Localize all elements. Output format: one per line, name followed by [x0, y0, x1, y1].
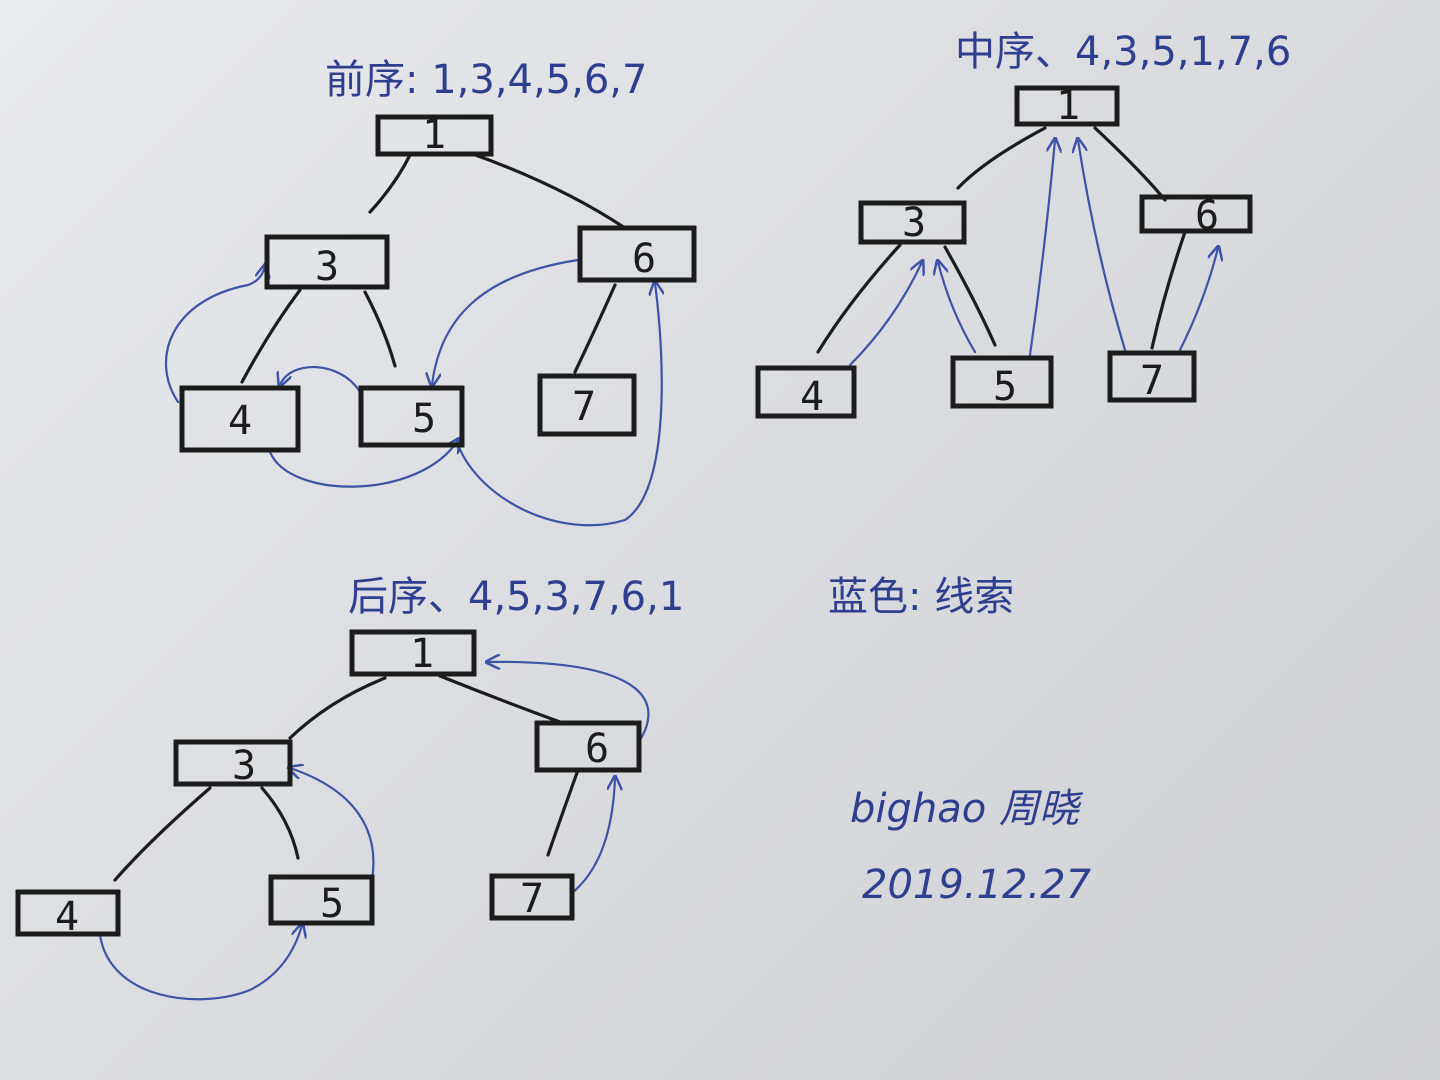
edge-6-7 — [546, 768, 580, 857]
edge-3-5 — [260, 786, 300, 860]
thread-7-to-6 — [456, 283, 662, 527]
postorder-node-4: 4 — [15, 889, 121, 940]
inorder-node-7: 7 — [1107, 350, 1197, 404]
thread-6-to-1 — [488, 662, 650, 742]
thread-4-to-5 — [98, 925, 302, 1001]
thread-7-to-6 — [1178, 248, 1218, 352]
inorder-node-1: 1 — [1014, 83, 1120, 129]
preorder-edges — [240, 151, 627, 384]
edge-1-3 — [288, 676, 387, 740]
node-label: 4 — [55, 894, 79, 940]
edge-1-6 — [468, 151, 627, 230]
preorder-node-3: 3 — [264, 234, 390, 290]
thread-4-to-5 — [268, 440, 458, 488]
preorder-threads — [164, 258, 662, 527]
inorder-threads — [848, 140, 1218, 367]
postorder-title: 后序、4,5,3,7,6,1 — [348, 574, 684, 620]
postorder-node-1: 1 — [349, 629, 477, 677]
thread-7-to-6 — [570, 778, 615, 895]
thread-5-to-4 — [280, 365, 362, 394]
node-label: 6 — [1195, 193, 1219, 239]
edge-1-6 — [438, 674, 562, 724]
edge-6-7 — [573, 283, 617, 374]
postorder-edges — [113, 674, 580, 882]
edge-3-4 — [240, 288, 302, 384]
thread-4-to-3 — [848, 262, 922, 367]
postorder-tree: 后序、4,5,3,7,6,1 1 3 6 4 — [15, 574, 684, 1001]
postorder-threads — [98, 662, 650, 1001]
preorder-node-1: 1 — [375, 112, 494, 158]
inorder-node-5: 5 — [950, 355, 1054, 410]
postorder-node-5: 5 — [268, 874, 375, 927]
edge-1-3 — [956, 126, 1047, 190]
preorder-node-6: 6 — [577, 225, 697, 283]
inorder-edges — [816, 126, 1187, 354]
node-label: 1 — [1056, 83, 1080, 129]
edge-3-4 — [113, 786, 212, 882]
inorder-tree: 中序、4,3,5,1,7,6 1 3 6 — [755, 29, 1291, 420]
thread-5-to-1 — [1028, 140, 1055, 357]
preorder-title: 前序: 1,3,4,5,6,7 — [325, 57, 647, 103]
node-label: 7 — [520, 876, 544, 922]
edge-1-6 — [1093, 126, 1167, 202]
thread-7-to-1 — [1078, 140, 1127, 352]
thread-5-to-3 — [290, 768, 375, 882]
node-label: 5 — [320, 881, 344, 927]
signature-date: 2019.12.27 — [862, 862, 1092, 908]
preorder-node-5: 5 — [358, 385, 465, 448]
node-label: 4 — [228, 398, 252, 444]
preorder-tree: 前序: 1,3,4,5,6,7 1 3 6 — [164, 57, 697, 527]
node-label: 6 — [585, 726, 609, 772]
postorder-node-7: 7 — [489, 873, 575, 922]
edge-6-7 — [1150, 230, 1187, 350]
preorder-node-7: 7 — [537, 373, 637, 437]
inorder-node-4: 4 — [755, 365, 857, 420]
preorder-node-4: 4 — [179, 385, 301, 453]
node-label: 7 — [1140, 358, 1164, 404]
node-label: 5 — [993, 364, 1017, 410]
edge-3-4 — [816, 243, 902, 354]
postorder-node-6: 6 — [534, 720, 642, 773]
edge-3-5 — [363, 290, 397, 368]
node-label: 5 — [412, 396, 436, 442]
legend-note: 蓝色: 线索 — [828, 574, 1014, 620]
node-label: 3 — [902, 200, 926, 246]
node-label: 7 — [572, 384, 596, 430]
edge-1-3 — [368, 153, 412, 214]
node-label: 6 — [632, 236, 656, 282]
edge-3-5 — [943, 245, 997, 347]
inorder-node-6: 6 — [1139, 193, 1253, 239]
thread-5-to-3 — [938, 262, 977, 354]
node-label: 4 — [800, 374, 824, 420]
signature-author: bighao 周晓 — [850, 786, 1083, 832]
postorder-node-3: 3 — [173, 739, 293, 789]
inorder-title: 中序、4,3,5,1,7,6 — [955, 29, 1291, 75]
node-label: 1 — [410, 631, 434, 677]
node-label: 3 — [315, 244, 339, 290]
node-label: 1 — [422, 112, 446, 158]
thread-6-to-5 — [432, 258, 580, 385]
node-label: 3 — [232, 743, 256, 789]
thread-4-to-3 — [164, 266, 265, 404]
inorder-node-3: 3 — [858, 200, 967, 246]
